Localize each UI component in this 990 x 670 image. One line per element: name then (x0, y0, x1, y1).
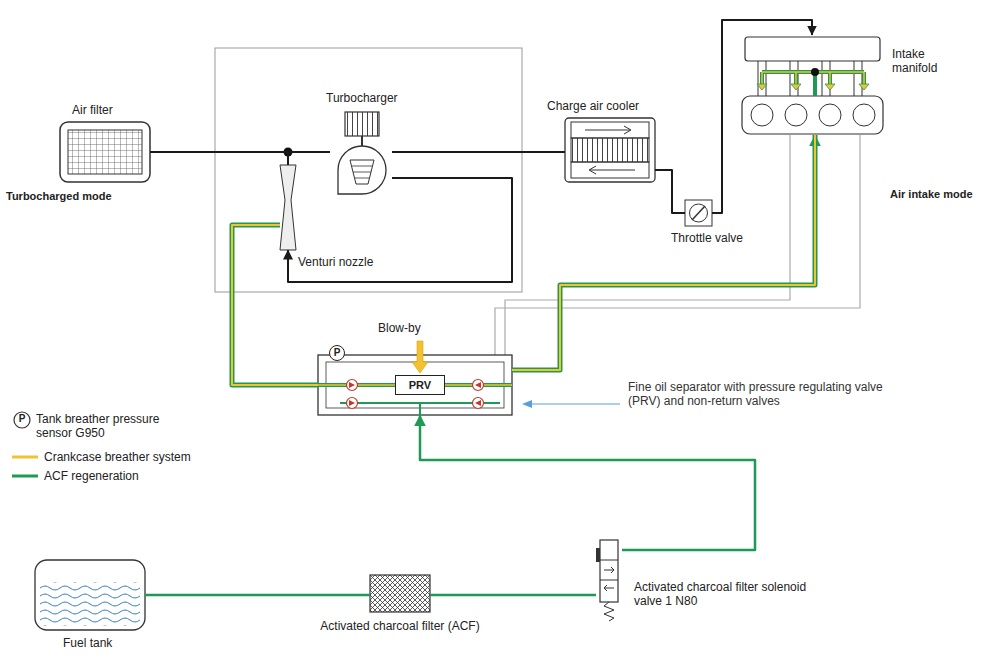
manifold-runners (758, 61, 862, 96)
charge-air-cooler: Charge air cooler (565, 118, 655, 182)
connector (288, 178, 512, 282)
connector-line (420, 415, 755, 550)
connector-line (392, 151, 565, 153)
valve-actuator (596, 548, 600, 562)
connector (232, 225, 318, 385)
connector (392, 152, 565, 153)
cooler-fins (571, 138, 649, 162)
compressor-housing (338, 146, 386, 194)
charcoal-canister (370, 575, 430, 612)
cylinder (819, 104, 841, 126)
connector-inner-line (232, 225, 318, 385)
throttle-valve: Throttle valve (685, 200, 712, 226)
turbine-wheel (345, 112, 379, 136)
turbo-region (215, 48, 522, 292)
cooler-lower-tank (571, 162, 649, 178)
pressure-regulating-valve: PRV (395, 375, 445, 395)
cylinder (751, 104, 773, 126)
solenoid-valve: Activated charcoal filter solenoid valve… (596, 538, 622, 622)
mode-label: Turbocharged mode (6, 190, 112, 203)
throttle-bore (690, 204, 708, 222)
sensor-symbol-letter: P (14, 413, 30, 425)
cylinder (853, 104, 875, 126)
manifold-plenum (745, 37, 880, 61)
component-label: Blow-by (378, 321, 421, 335)
sensor-symbol (14, 412, 30, 428)
air-filter-housing (60, 122, 150, 182)
connector (288, 152, 330, 165)
fuel-tank: Fuel tank (35, 560, 145, 630)
legend-text: Tank breather pressure sensor G950 (36, 412, 160, 441)
turbocharger: Turbocharger (330, 110, 392, 200)
fuel-waves (40, 582, 140, 626)
connector-line (655, 170, 685, 213)
cylinder (785, 104, 807, 126)
component-label: Activated charcoal filter solenoid valve… (634, 580, 834, 609)
activated-charcoal-filter: Activated charcoal filter (ACF) (370, 575, 430, 612)
legend-text: Crankcase breather system (44, 450, 191, 464)
air-filter: Air filter (60, 122, 150, 182)
connector (512, 135, 815, 370)
mode-label: Air intake mode (890, 188, 973, 201)
connector-line (288, 152, 330, 165)
venturi-nozzle: Venturi nozzle (280, 165, 296, 250)
connector (712, 20, 812, 213)
connector-inner-line (512, 135, 815, 370)
air-filter-element (68, 130, 142, 174)
connector-line (430, 594, 596, 597)
component-label: Intake manifold (892, 47, 962, 76)
valve-spring (604, 602, 614, 621)
cylinder-block (742, 96, 883, 134)
connector-line (712, 20, 812, 213)
callout-text: Fine oil separator with pressure regulat… (628, 380, 903, 409)
leader-line (530, 403, 620, 404)
cooler-housing (565, 118, 655, 182)
component-label: Venturi nozzle (298, 255, 373, 269)
connector (655, 170, 685, 213)
turbo-shaft (361, 136, 363, 146)
component-label: PRV (409, 380, 431, 391)
fuel-tank-body (35, 560, 145, 630)
connector (430, 595, 596, 596)
legend-text: ACF regeneration (44, 469, 139, 483)
component-label: P (334, 348, 341, 358)
oil-separator: Blow-byPRV (318, 355, 512, 415)
legend-line (12, 456, 38, 459)
compressor-wheel (350, 160, 374, 184)
cooler-flow-arrow (589, 166, 635, 174)
vent-line (495, 135, 860, 355)
component-label: Charge air cooler (547, 99, 639, 113)
solenoid-valve-body (600, 540, 618, 602)
component-label: Throttle valve (671, 231, 743, 245)
vent-line (505, 135, 790, 355)
valve-ports (600, 560, 618, 591)
junction-dot (811, 68, 819, 76)
venturi-body (280, 165, 296, 250)
component-label: Activated charcoal filter (ACF) (318, 619, 482, 633)
connector-line (145, 594, 370, 597)
component-label: Fuel tank (63, 636, 112, 650)
connector-line (232, 225, 318, 385)
component-label: Turbocharger (326, 91, 398, 105)
connector (420, 415, 755, 550)
connector-line (512, 135, 815, 370)
compressor-blades (352, 166, 372, 178)
legend-line (12, 475, 38, 478)
intake-manifold: Intake manifold (740, 35, 885, 135)
throttle-housing (685, 200, 712, 226)
cooler-flow-arrow (585, 126, 631, 134)
pressure-sensor: P (329, 345, 345, 361)
cooler-upper-tank (571, 122, 649, 138)
blow-by-arrow (412, 341, 428, 373)
component-label: Air filter (72, 103, 113, 117)
throttle-plate (692, 206, 705, 220)
separator-inner (326, 362, 504, 408)
leader-arrowhead (522, 400, 532, 408)
connector-line (288, 178, 512, 282)
connector (145, 595, 370, 596)
